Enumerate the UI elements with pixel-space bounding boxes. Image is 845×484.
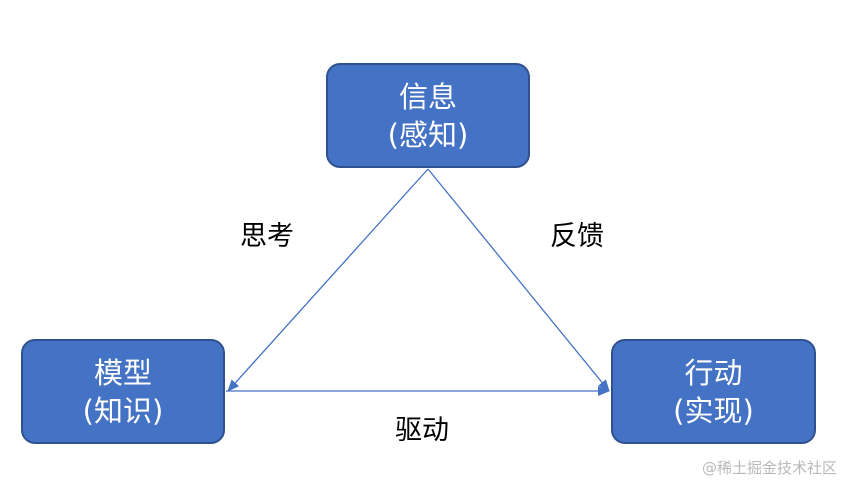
edge-label-drive: 驱动 <box>395 415 449 446</box>
node-action-subtitle: (实现) <box>673 393 754 428</box>
node-info-subtitle: (感知) <box>387 117 469 152</box>
node-model-subtitle: (知识) <box>82 393 164 428</box>
edge-label-think: 思考 <box>240 221 294 252</box>
node-action-realization: 行动 (实现) <box>611 339 816 444</box>
node-model-title: 模型 <box>93 355 152 390</box>
node-model-knowledge: 模型 (知识) <box>21 339 225 444</box>
arrow-info-to-action <box>427 168 610 392</box>
node-info-title: 信息 <box>398 79 457 114</box>
edge-label-feedback: 反馈 <box>550 221 604 252</box>
watermark: @稀土掘金技术社区 <box>701 459 837 477</box>
node-info-perception: 信息 (感知) <box>326 63 530 168</box>
arrow-info-to-model <box>227 168 429 392</box>
node-action-title: 行动 <box>684 355 743 390</box>
